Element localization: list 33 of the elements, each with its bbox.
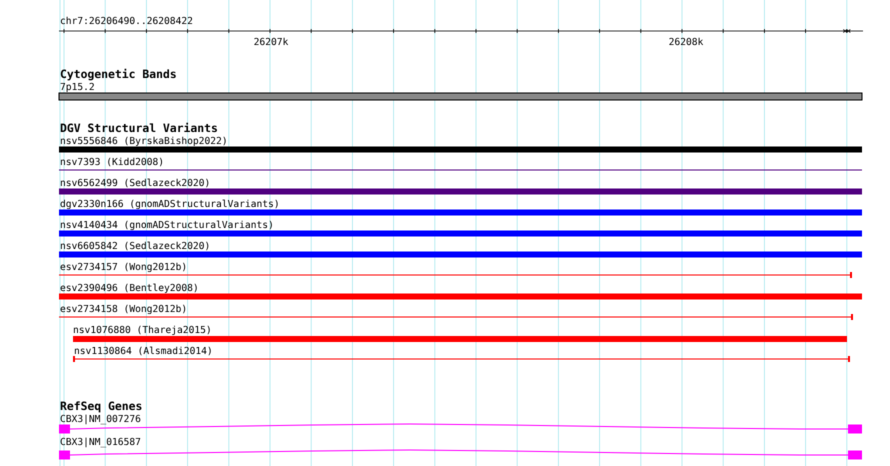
node-label: esv2734157 (Wong2012b)	[60, 262, 186, 272]
node-label: dgv2330n166 (gnomADStructuralVariants)	[60, 200, 278, 210]
node-label: nsv1130864 (Alsmadi2014)	[74, 346, 211, 356]
coordinate-range: chr7:26206490..26208422	[60, 16, 192, 24]
track-heading: Cytogenetic Bands	[60, 68, 176, 80]
node-label: CBX3|NM_007276	[60, 414, 140, 424]
variant-feature: nsv4140434 (gnomADStructuralVariants)	[59, 220, 862, 236]
variant-feature: esv2734158 (Wong2012b)	[58, 304, 853, 320]
node-label: nsv1076880 (Thareja2015)	[74, 326, 210, 335]
node-label: 7p15.2	[60, 82, 94, 92]
node-label: nsv4140434 (gnomADStructuralVariants)	[60, 220, 272, 230]
variant-feature: nsv7393 (Kidd2008)	[58, 158, 862, 170]
variant-feature: dgv2330n166 (gnomADStructuralVariants)	[59, 200, 862, 216]
variant-feature: nsv5556846 (ByrskaBishop2022)	[59, 136, 862, 152]
variant-feature: nsv6605842 (Sedlazeck2020)	[59, 242, 862, 258]
variant-feature: nsv6562499 (Sedlazeck2020)	[59, 178, 862, 194]
cytoband-feature: 7p15.2	[58, 82, 862, 100]
tick-label: 26208k	[669, 38, 704, 46]
track-heading: RefSeq Genes	[60, 401, 142, 412]
node-label: nsv6605842 (Sedlazeck2020)	[60, 242, 208, 250]
variant-feature: esv2734157 (Wong2012b)	[58, 262, 852, 278]
node-label: esv2390496 (Bentley2008)	[60, 284, 197, 293]
tick-label: 26207k	[254, 38, 288, 46]
gene-model: CBX3|NM_016587	[59, 438, 862, 460]
variant-feature: esv2390496 (Bentley2008)	[59, 284, 862, 300]
node-label: CBX3|NM_016587	[60, 438, 140, 448]
node-label: esv2734158 (Wong2012b)	[60, 304, 186, 314]
variant-feature: nsv1076880 (Thareja2015)	[73, 326, 847, 342]
node-label: nsv6562499 (Sedlazeck2020)	[60, 178, 208, 188]
node-label: nsv5556846 (ByrskaBishop2022)	[60, 136, 226, 146]
gene-model: CBX3|NM_007276	[59, 414, 862, 434]
track-heading: DGV Structural Variants	[60, 122, 217, 132]
variant-feature: nsv1130864 (Alsmadi2014)	[73, 346, 850, 362]
